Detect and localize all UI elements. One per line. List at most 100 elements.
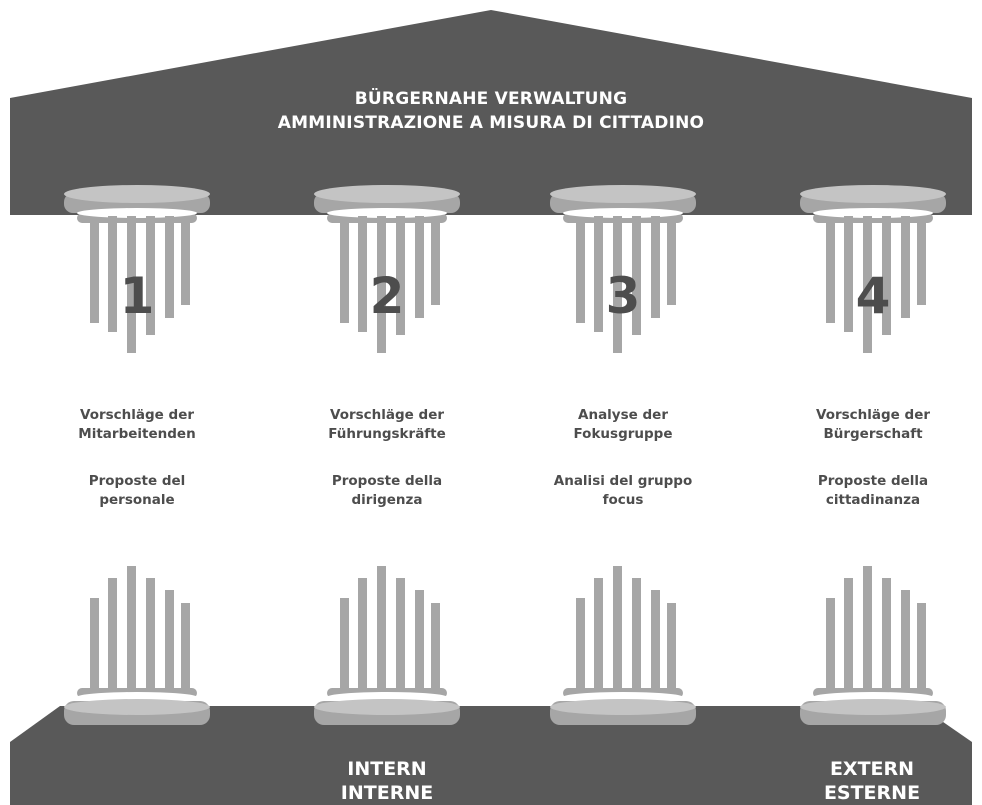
pillar-2-upper-flute-5 bbox=[415, 216, 424, 318]
pillar-2-upper-flute-1 bbox=[340, 222, 349, 323]
pillar-2-capital-groove bbox=[327, 208, 447, 218]
pillar-2-label-it-line-2: dirigenza bbox=[351, 492, 423, 508]
pillar-4-lower-flute-3 bbox=[863, 566, 872, 692]
pillar-1-label-de: Vorschläge der Mitarbeitenden bbox=[42, 406, 232, 444]
pillar-3-upper-flute-4 bbox=[632, 216, 641, 335]
pillar-2-lower-flute-5 bbox=[415, 590, 424, 692]
pillar-2-base-groove bbox=[327, 692, 447, 702]
pillar-3-label-it-line-1: Analisi del gruppo bbox=[553, 473, 693, 489]
pillar-1-lower-flute-2 bbox=[108, 578, 117, 692]
pillar-3-lower-flute-3 bbox=[613, 566, 622, 692]
pillar-2-label-de-line-2: Führungskräfte bbox=[328, 426, 446, 442]
pillar-3-lower-flute-6 bbox=[667, 603, 676, 690]
pillar-4-number: 4 bbox=[855, 267, 891, 325]
pillar-1-upper-flute-2 bbox=[108, 216, 117, 332]
base-intern-it: INTERNE bbox=[340, 782, 434, 804]
pillar-3-lower-flute-2 bbox=[594, 578, 603, 692]
pillar-3-lower-flute-5 bbox=[651, 590, 660, 692]
pillar-4-upper-flute-2 bbox=[844, 216, 853, 332]
pillar-3-label-de: Analyse der Fokusgruppe bbox=[528, 406, 718, 444]
pillar-2-label-de-line-1: Vorschläge der bbox=[329, 407, 445, 423]
pillar-1-lower-flute-5 bbox=[165, 590, 174, 692]
pillar-4-label-de-line-2: Bürgerschaft bbox=[823, 426, 923, 442]
pillar-3-capital-groove bbox=[563, 208, 683, 218]
pillar-1-upper-flute-5 bbox=[165, 216, 174, 318]
pillar-3-label-it-line-2: focus bbox=[602, 492, 644, 508]
pillar-1-label-it-line-2: personale bbox=[99, 492, 175, 508]
roof-underside bbox=[10, 170, 972, 215]
pillar-1-base-groove bbox=[77, 692, 197, 702]
pillar-4-capital-groove bbox=[813, 208, 933, 218]
pillar-3-label-de-line-1: Analyse der bbox=[578, 407, 668, 423]
pillar-1-lower-flute-3 bbox=[127, 566, 136, 692]
pillar-4-upper-flute-3 bbox=[863, 216, 872, 353]
pillar-1-base-rim bbox=[64, 699, 210, 715]
pillar-3-upper-flute-5 bbox=[651, 216, 660, 318]
pillar-4-label-de: Vorschläge der Bürgerschaft bbox=[778, 406, 968, 444]
pillar-4-lower-flute-1 bbox=[826, 598, 835, 690]
pillar-3-label-it: Analisi del gruppo focus bbox=[528, 472, 718, 510]
pillar-3-label-de-line-2: Fokusgruppe bbox=[573, 426, 673, 442]
pillar-4-label-it-line-1: Proposte della bbox=[817, 473, 929, 489]
pillar-2-upper-flute-6 bbox=[431, 222, 440, 305]
pillar-3-upper-flute-2 bbox=[594, 216, 603, 332]
roof-title-it: AMMINISTRAZIONE A MISURA DI CITTADINO bbox=[277, 113, 705, 133]
pillar-4-label-it-line-2: cittadinanza bbox=[825, 492, 921, 508]
pillar-1-number: 1 bbox=[119, 267, 155, 325]
pillar-2-lower-flute-2 bbox=[358, 578, 367, 692]
pillar-1-capital-groove bbox=[77, 208, 197, 218]
pillar-1-label-it: Proposte del personale bbox=[42, 472, 232, 510]
pillar-2-lower-flute-4 bbox=[396, 578, 405, 692]
pillar-4-capital-top-rim bbox=[800, 185, 946, 203]
pillar-1-upper-flute-6 bbox=[181, 222, 190, 305]
pillar-3-lower-flute-1 bbox=[576, 598, 585, 690]
pillar-3-upper-flute-3 bbox=[613, 216, 622, 353]
pillar-2-upper-flute-3 bbox=[377, 216, 386, 353]
pillar-3-upper-flute-1 bbox=[576, 222, 585, 323]
pillar-1-upper-flute-3 bbox=[127, 216, 136, 353]
pillar-4-upper-flute-6 bbox=[917, 222, 926, 305]
pillar-2-lower-flute-1 bbox=[340, 598, 349, 690]
roof bbox=[10, 10, 972, 200]
pillar-4-lower-flute-2 bbox=[844, 578, 853, 692]
pillar-1-upper-flute-1 bbox=[90, 222, 99, 323]
pillar-1-capital-top-rim bbox=[64, 185, 210, 203]
base-extern-de: EXTERN bbox=[829, 758, 915, 780]
pillar-3-number: 3 bbox=[605, 267, 641, 325]
base bbox=[10, 706, 972, 805]
pillar-4-upper-flute-4 bbox=[882, 216, 891, 335]
pillar-4-lower-flute-4 bbox=[882, 578, 891, 692]
pillar-2-lower-flute-6 bbox=[431, 603, 440, 690]
pillar-4-base-groove bbox=[813, 692, 933, 702]
pillar-1-label-it-line-1: Proposte del bbox=[88, 473, 186, 489]
pillar-1-lower-flute-4 bbox=[146, 578, 155, 692]
roof-title-de: BÜRGERNAHE VERWALTUNG bbox=[354, 89, 628, 109]
pillar-4-upper-flute-1 bbox=[826, 222, 835, 323]
pillar-3-capital-top-rim bbox=[550, 185, 696, 203]
pillar-2-upper-flute-4 bbox=[396, 216, 405, 335]
pillar-2-number: 2 bbox=[369, 267, 405, 325]
pillar-1-label-de-line-1: Vorschläge der bbox=[79, 407, 195, 423]
pillar-1-label-de-line-2: Mitarbeitenden bbox=[78, 426, 196, 442]
pillar-4-lower-flute-5 bbox=[901, 590, 910, 692]
pillar-3-base-groove bbox=[563, 692, 683, 702]
pillar-2-label-de: Vorschläge der Führungskräfte bbox=[292, 406, 482, 444]
pillar-2-capital-top-rim bbox=[314, 185, 460, 203]
pillar-3-lower-flute-4 bbox=[632, 578, 641, 692]
pillar-2-label-it: Proposte della dirigenza bbox=[292, 472, 482, 510]
pillar-2-upper-flute-2 bbox=[358, 216, 367, 332]
pillar-2-base-rim bbox=[314, 699, 460, 715]
pillar-4-label-it: Proposte della cittadinanza bbox=[778, 472, 968, 510]
pillar-1-lower-flute-6 bbox=[181, 603, 190, 690]
base-extern-it: ESTERNE bbox=[823, 782, 921, 804]
pillar-4-upper-flute-5 bbox=[901, 216, 910, 318]
pillar-4-label-de-line-1: Vorschläge der bbox=[815, 407, 931, 423]
pillar-1-lower-flute-1 bbox=[90, 598, 99, 690]
pillar-3-base-rim bbox=[550, 699, 696, 715]
base-intern-de: INTERN bbox=[347, 758, 427, 780]
pillar-1-upper-flute-4 bbox=[146, 216, 155, 335]
pillar-2-label-it-line-1: Proposte della bbox=[331, 473, 443, 489]
pillar-2-lower-flute-3 bbox=[377, 566, 386, 692]
pillar-4-lower-flute-6 bbox=[917, 603, 926, 690]
